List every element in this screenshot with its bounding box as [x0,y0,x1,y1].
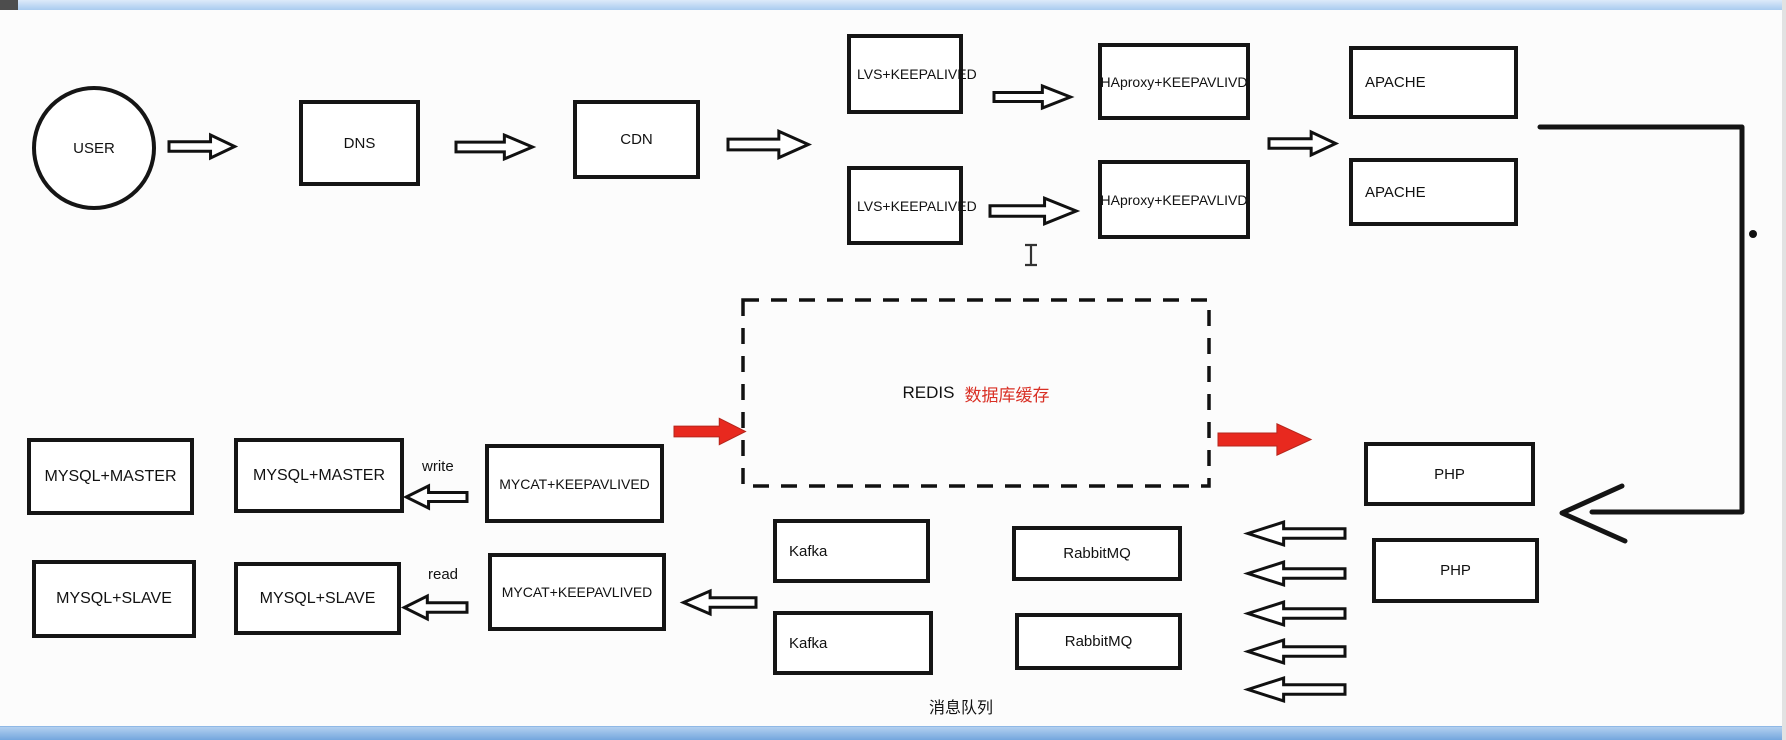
arrow-php-queue-3-icon[interactable] [1246,600,1345,627]
node-apache-top-label: APACHE [1365,74,1426,91]
node-php-top[interactable]: PHP [1364,442,1535,506]
node-lvs-top[interactable]: LVS+KEEPALIVED [847,34,977,114]
arrow-kafka-mycat-icon[interactable] [682,589,756,616]
node-dns-label: DNS [343,134,376,152]
redis-label-row: REDIS 数据库缓存 [741,298,1211,488]
arrow-php-queue-1-icon[interactable] [1246,520,1345,547]
arrow-write-icon[interactable] [405,484,467,510]
node-mysql-master-right-label: MYSQL+MASTER [252,466,386,484]
node-rabbitmq-top-label: RabbitMQ [1063,545,1131,562]
node-mysql-slave-right[interactable]: MYSQL+SLAVE [234,562,401,635]
node-haproxy-bottom[interactable]: HAproxy+KEEPAVLIVD [1098,160,1250,239]
node-lvs-bottom-label: LVS+KEEPALIVED [857,197,977,214]
window-top-bar [0,0,1782,10]
node-rabbitmq-bottom[interactable]: RabbitMQ [1015,613,1182,670]
node-php-bottom[interactable]: PHP [1372,538,1539,603]
message-queue-label[interactable]: 消息队列 [929,700,994,717]
window-bottom-bar [0,726,1782,740]
arrow-cdn-lvs-icon[interactable] [728,129,810,160]
node-haproxy-top-label: HAproxy+KEEPAVLIVD [1100,73,1248,90]
node-php-top-label: PHP [1434,465,1465,483]
node-mycat-top[interactable]: MYCAT+KEEPAVLIVED [485,444,664,523]
arrow-dns-cdn-icon[interactable] [456,133,534,161]
node-dns[interactable]: DNS [299,100,420,186]
red-arrow-into-redis-icon[interactable] [674,416,747,447]
window-top-left-cap [0,0,18,10]
redis-subtitle: 数据库缓存 [964,385,1050,405]
node-cdn-label: CDN [620,131,653,148]
node-cdn[interactable]: CDN [573,100,700,179]
node-mysql-master-right[interactable]: MYSQL+MASTER [234,438,404,513]
arrow-php-queue-4-icon[interactable] [1246,638,1345,665]
node-mycat-top-label: MYCAT+KEEPAVLIVED [499,475,650,492]
node-mysql-slave-left-label: MYSQL+SLAVE [56,590,172,607]
node-mysql-master-left[interactable]: MYSQL+MASTER [27,438,194,515]
arrow-user-dns-icon[interactable] [169,133,236,160]
node-haproxy-bottom-label: HAproxy+KEEPAVLIVD [1100,191,1248,208]
node-kafka-bottom[interactable]: Kafka [773,611,933,675]
node-mysql-slave-left[interactable]: MYSQL+SLAVE [32,560,196,638]
node-mycat-bottom-label: MYCAT+KEEPAVLIVED [501,584,653,600]
node-kafka-top-label: Kafka [789,542,828,560]
apache-to-php-arrowhead [1559,483,1628,544]
node-kafka-top[interactable]: Kafka [773,519,930,583]
node-php-bottom-label: PHP [1440,562,1471,579]
arrow-read-icon[interactable] [403,594,467,621]
arrow-php-queue-2-icon[interactable] [1246,560,1345,587]
arrow-lvs-haproxy-bottom-icon[interactable] [990,196,1078,226]
arrow-php-queue-5-icon[interactable] [1246,676,1345,703]
read-label[interactable]: read [428,566,459,583]
node-user[interactable]: USER [32,86,156,210]
redis-dashed-border [741,298,1211,488]
node-rabbitmq-top[interactable]: RabbitMQ [1012,526,1182,581]
node-mysql-master-left-label: MYSQL+MASTER [44,467,177,485]
node-lvs-bottom[interactable]: LVS+KEEPALIVED [847,166,977,245]
arrow-lvs-haproxy-top-icon[interactable] [994,84,1072,110]
stray-dot [1749,230,1757,238]
node-haproxy-top[interactable]: HAproxy+KEEPAVLIVD [1098,43,1250,120]
node-rabbitmq-bottom-label: RabbitMQ [1064,633,1133,650]
node-kafka-bottom-label: Kafka [789,634,828,652]
node-redis-cache[interactable]: REDIS 数据库缓存 [741,298,1211,488]
node-user-label: USER [73,139,115,157]
red-arrow-out-of-redis-icon[interactable] [1218,421,1313,458]
write-label[interactable]: write [422,458,454,475]
node-mysql-slave-right-label: MYSQL+SLAVE [259,589,376,607]
ibeam-cursor [1025,243,1037,267]
redis-title: REDIS [902,383,955,402]
node-apache-bottom-label: APACHE [1365,183,1426,201]
node-lvs-top-label: LVS+KEEPALIVED [857,66,977,82]
node-apache-bottom[interactable]: APACHE [1349,158,1518,226]
node-apache-top[interactable]: APACHE [1349,46,1518,119]
node-mycat-bottom[interactable]: MYCAT+KEEPAVLIVED [488,553,666,631]
arrow-haproxy-apache-icon[interactable] [1269,130,1337,157]
apache-to-php-connector[interactable] [1537,124,1745,515]
